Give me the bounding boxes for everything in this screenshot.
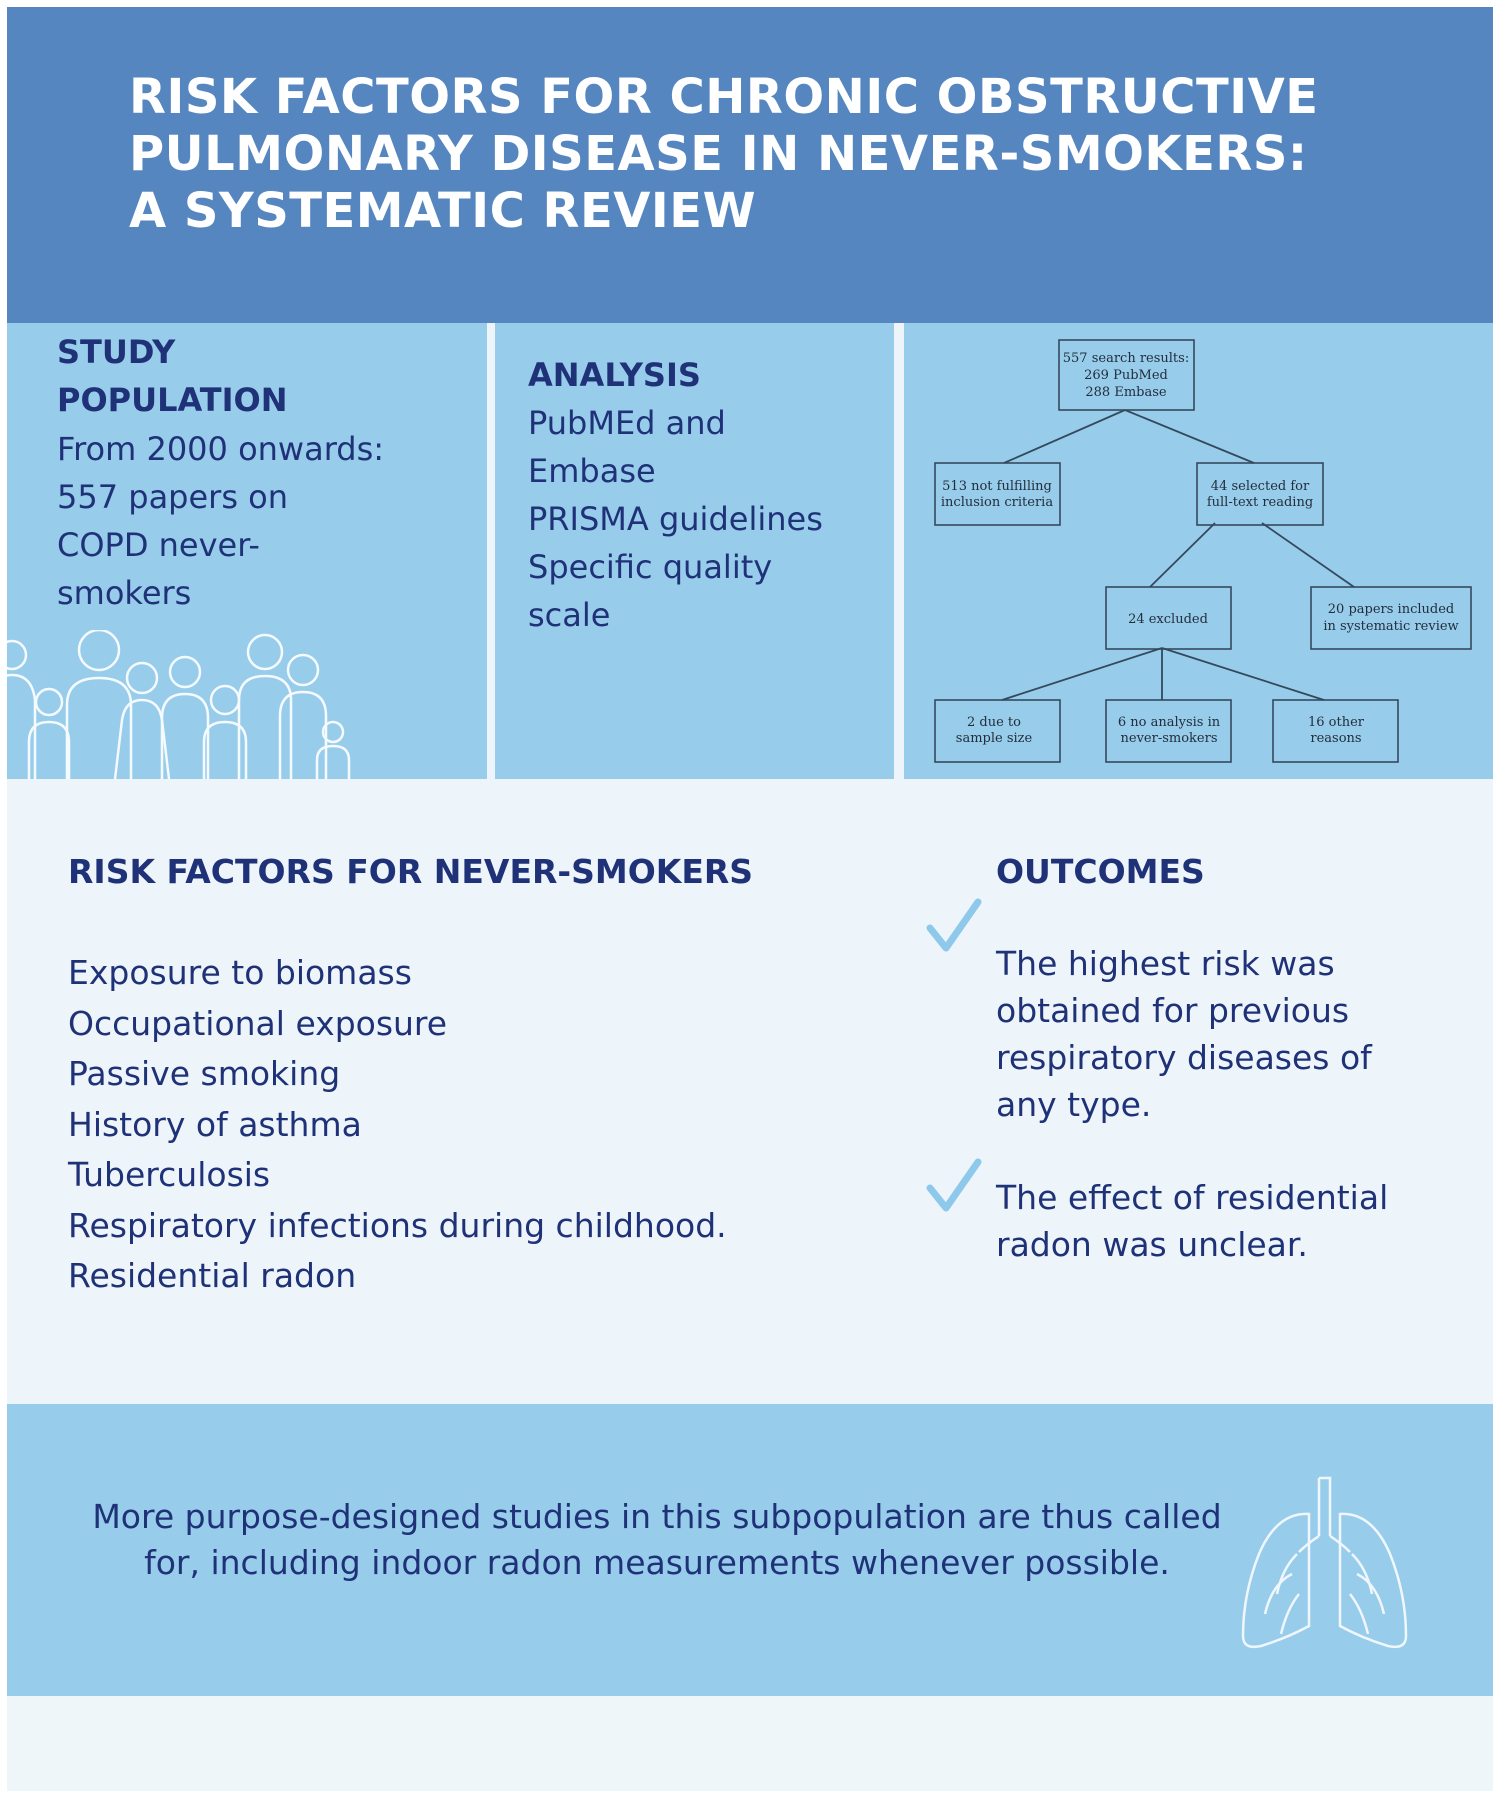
flow-no-analysis-line: 6 no analysis in <box>1118 715 1221 730</box>
people-group-icon <box>7 630 351 779</box>
study-population-line: 557 papers on <box>57 478 289 516</box>
analysis-line: PubMEd and <box>528 404 726 442</box>
flow-connector <box>1003 409 1126 464</box>
flow-box-no-analysis <box>1105 699 1232 763</box>
flow-connector <box>1161 647 1325 701</box>
outcome-item: The effect of residential radon was uncl… <box>996 1178 1389 1264</box>
analysis-text: PubMEd and Embase PRISMA guidelines Spec… <box>528 399 888 639</box>
flow-not-fulfilling-line: inclusion criteria <box>941 495 1053 510</box>
checkmark-icon <box>926 1158 982 1212</box>
analysis-line: Embase <box>528 452 656 490</box>
list-item: Passive smoking <box>68 1054 341 1093</box>
study-population-title: STUDY POPULATION <box>57 333 288 419</box>
conclusion-banner: More purpose-designed studies in this su… <box>7 1404 1493 1696</box>
analysis-panel: ANALYSIS PubMEd and Embase PRISMA guidel… <box>495 323 894 779</box>
flow-root-line: 288 Embase <box>1085 385 1167 400</box>
flow-other-line: reasons <box>1310 731 1361 746</box>
flow-connector <box>1149 522 1216 588</box>
conclusion-line: for, including indoor radon measurements… <box>144 1543 1170 1582</box>
flow-box-excluded <box>1105 586 1232 650</box>
flow-root-line: 557 search results: <box>1063 351 1189 366</box>
risk-factors-list: Exposure to biomass Occupational exposur… <box>68 948 848 1302</box>
analysis-line: PRISMA guidelines <box>528 500 823 538</box>
study-population-line: COPD never- <box>57 526 260 564</box>
flow-connector <box>1124 409 1255 464</box>
conclusion-text: More purpose-designed studies in this su… <box>67 1494 1247 1586</box>
flow-other-line: 16 other <box>1308 715 1365 730</box>
flow-box-root <box>1058 339 1195 411</box>
flow-box-selected <box>1196 462 1324 526</box>
flow-selected-line: full-text reading <box>1207 495 1313 510</box>
list-item: Tuberculosis <box>68 1155 271 1194</box>
analysis-line: Specific quality <box>528 548 773 586</box>
flow-included-line: 20 papers included <box>1328 602 1454 617</box>
page-title: RISK FACTORS FOR CHRONIC OBSTRUCTIVE PUL… <box>129 69 1319 239</box>
flow-selected-line: 44 selected for <box>1211 479 1310 494</box>
flow-no-analysis-line: never-smokers <box>1121 731 1218 746</box>
flow-root-line: 269 PubMed <box>1084 368 1168 383</box>
lungs-icon <box>1241 1476 1408 1649</box>
outcome-item: The highest risk was obtained for previo… <box>996 944 1372 1124</box>
flow-box-sample-size <box>934 699 1061 763</box>
flow-sample-size-line: sample size <box>956 731 1033 746</box>
header-banner: RISK FACTORS FOR CHRONIC OBSTRUCTIVE PUL… <box>7 7 1493 323</box>
study-population-panel: STUDY POPULATION From 2000 onwards: 557 … <box>7 323 487 779</box>
flow-box-other <box>1272 699 1399 763</box>
prisma-flowchart: 557 search results: 269 PubMed 288 Embas… <box>934 339 1472 763</box>
checkmark-icon <box>926 898 982 952</box>
analysis-title: ANALYSIS <box>528 356 701 394</box>
flow-connector <box>1261 522 1355 588</box>
study-population-line: From 2000 onwards: <box>57 430 385 468</box>
list-item: History of asthma <box>68 1104 362 1144</box>
flow-connector <box>1001 647 1163 701</box>
list-item: Exposure to biomass <box>68 953 412 992</box>
flow-included-line: in systematic review <box>1323 619 1458 634</box>
outcomes-title: OUTCOMES <box>996 852 1205 891</box>
flow-box-not-fulfilling <box>934 462 1061 526</box>
flow-excluded-line: 24 excluded <box>1128 612 1208 627</box>
list-item: Respiratory infections during childhood. <box>68 1205 727 1245</box>
flow-not-fulfilling-line: 513 not fulfilling <box>942 479 1052 494</box>
conclusion-line: More purpose-designed studies in this su… <box>92 1497 1222 1536</box>
list-item: Residential radon <box>68 1256 357 1295</box>
risk-factors-title: RISK FACTORS FOR NEVER-SMOKERS <box>68 852 754 891</box>
flowchart-panel <box>904 323 1493 779</box>
list-item: Occupational exposure <box>68 1003 448 1043</box>
study-population-text: From 2000 onwards: 557 papers on COPD ne… <box>57 425 477 617</box>
flow-box-included <box>1310 586 1472 650</box>
analysis-line: scale <box>528 596 611 634</box>
bottom-band <box>7 1696 1493 1791</box>
flow-sample-size-line: 2 due to <box>967 715 1021 730</box>
study-population-line: smokers <box>57 574 192 612</box>
